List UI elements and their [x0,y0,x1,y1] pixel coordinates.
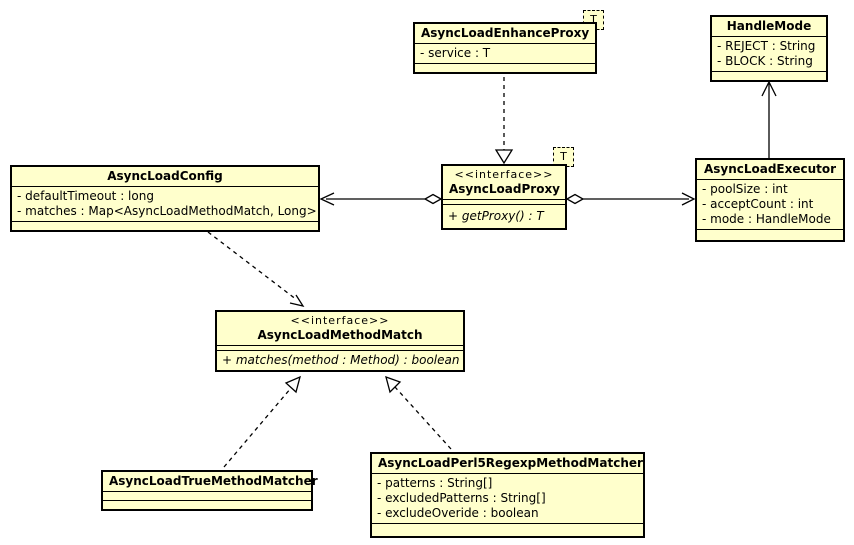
realization-truematcher-to-methodmatch [223,375,301,468]
open-arrow-icon [289,294,305,307]
class-name: AsyncLoadConfig [107,169,223,183]
hollow-triangle-icon [494,149,514,165]
dependency-config-to-methodmatch [207,231,305,307]
attribute: - excludeOveride : boolean [377,506,539,520]
attribute: - matches : Map<AsyncLoadMethodMatch, Lo… [17,204,317,218]
interface-async-load-method-match[interactable]: <<interface>> AsyncLoadMethodMatch + mat… [215,310,465,372]
class-title-compartment: HandleMode [712,17,826,36]
class-name: AsyncLoadExecutor [703,162,837,176]
attributes-compartment: - service : T [415,43,595,63]
attribute: - defaultTimeout : long [17,189,154,203]
class-title-compartment: AsyncLoadPerl5RegexpMethodMatcher [372,454,643,473]
realization-perl5matcher-to-methodmatch [385,375,452,450]
attributes-compartment: - defaultTimeout : long - matches : Map<… [12,186,318,221]
class-title-compartment: <<interface>> AsyncLoadProxy [443,166,565,199]
class-title-compartment: AsyncLoadTrueMethodMatcher [103,472,318,491]
aggregation-proxy-to-executor [565,192,696,206]
interface-async-load-proxy[interactable]: <<interface>> AsyncLoadProxy + getProxy(… [441,164,567,230]
open-arrow-icon [761,80,777,97]
class-name: AsyncLoadPerl5RegexpMethodMatcher [378,456,643,470]
class-async-load-perl5-regexp-method-matcher[interactable]: AsyncLoadPerl5RegexpMethodMatcher - patt… [370,452,645,538]
attributes-compartment: - poolSize : int - acceptCount : int - m… [697,179,843,229]
class-async-load-enhance-proxy[interactable]: AsyncLoadEnhanceProxy - service : T [413,22,597,74]
attribute: - BLOCK : String [717,54,813,68]
class-async-load-config[interactable]: AsyncLoadConfig - defaultTimeout : long … [10,165,320,232]
hollow-diamond-icon [423,193,443,205]
methods-compartment: + matches(method : Method) : boolean [217,350,463,370]
attribute: - excludedPatterns : String[] [377,491,546,505]
methods-compartment: + getProxy() : T [443,204,565,228]
open-arrow-icon [681,192,696,206]
class-async-load-true-method-matcher[interactable]: AsyncLoadTrueMethodMatcher [101,470,318,511]
methods-compartment [103,500,311,509]
methods-compartment [372,523,643,536]
class-title-compartment: AsyncLoadEnhanceProxy [415,24,595,43]
methods-compartment [712,71,826,80]
class-async-load-executor[interactable]: AsyncLoadExecutor - poolSize : int - acc… [695,158,845,242]
class-name: AsyncLoadMethodMatch [257,328,423,342]
attribute: - patterns : String[] [377,476,493,490]
attributes-compartment: - patterns : String[] - excludedPatterns… [372,473,643,523]
attributes-compartment: - REJECT : String - BLOCK : String [712,36,826,71]
open-arrow-icon [319,192,335,206]
realization-enhanceproxy-to-proxy [494,77,514,165]
class-name: AsyncLoadTrueMethodMatcher [109,474,318,488]
attribute: - acceptCount : int [702,197,814,211]
class-name: AsyncLoadProxy [449,182,561,196]
class-name: AsyncLoadEnhanceProxy [421,26,590,40]
attribute: - poolSize : int [702,182,788,196]
attribute: - REJECT : String [717,39,816,53]
hollow-diamond-icon [565,193,585,205]
class-title-compartment: AsyncLoadExecutor [697,160,843,179]
stereotype-label: <<interface>> [454,168,554,181]
attributes-compartment [217,345,463,350]
operation: + getProxy() : T [448,209,544,223]
aggregation-proxy-to-config [319,192,443,206]
operation: + matches(method : Method) : boolean [222,353,460,367]
attributes-compartment [103,491,311,500]
class-handle-mode[interactable]: HandleMode - REJECT : String - BLOCK : S… [710,15,828,82]
class-title-compartment: AsyncLoadConfig [12,167,318,186]
class-title-compartment: <<interface>> AsyncLoadMethodMatch [217,312,463,345]
methods-compartment [12,221,318,230]
attribute: - service : T [420,46,491,60]
methods-compartment [697,229,843,240]
stereotype-label: <<interface>> [290,314,390,327]
attributes-compartment [443,199,565,204]
hollow-triangle-icon [385,375,402,394]
class-name: HandleMode [726,19,812,33]
association-executor-to-handlemode [761,80,777,158]
attribute: - mode : HandleMode [702,212,831,226]
hollow-triangle-icon [284,375,301,394]
methods-compartment [415,63,595,72]
